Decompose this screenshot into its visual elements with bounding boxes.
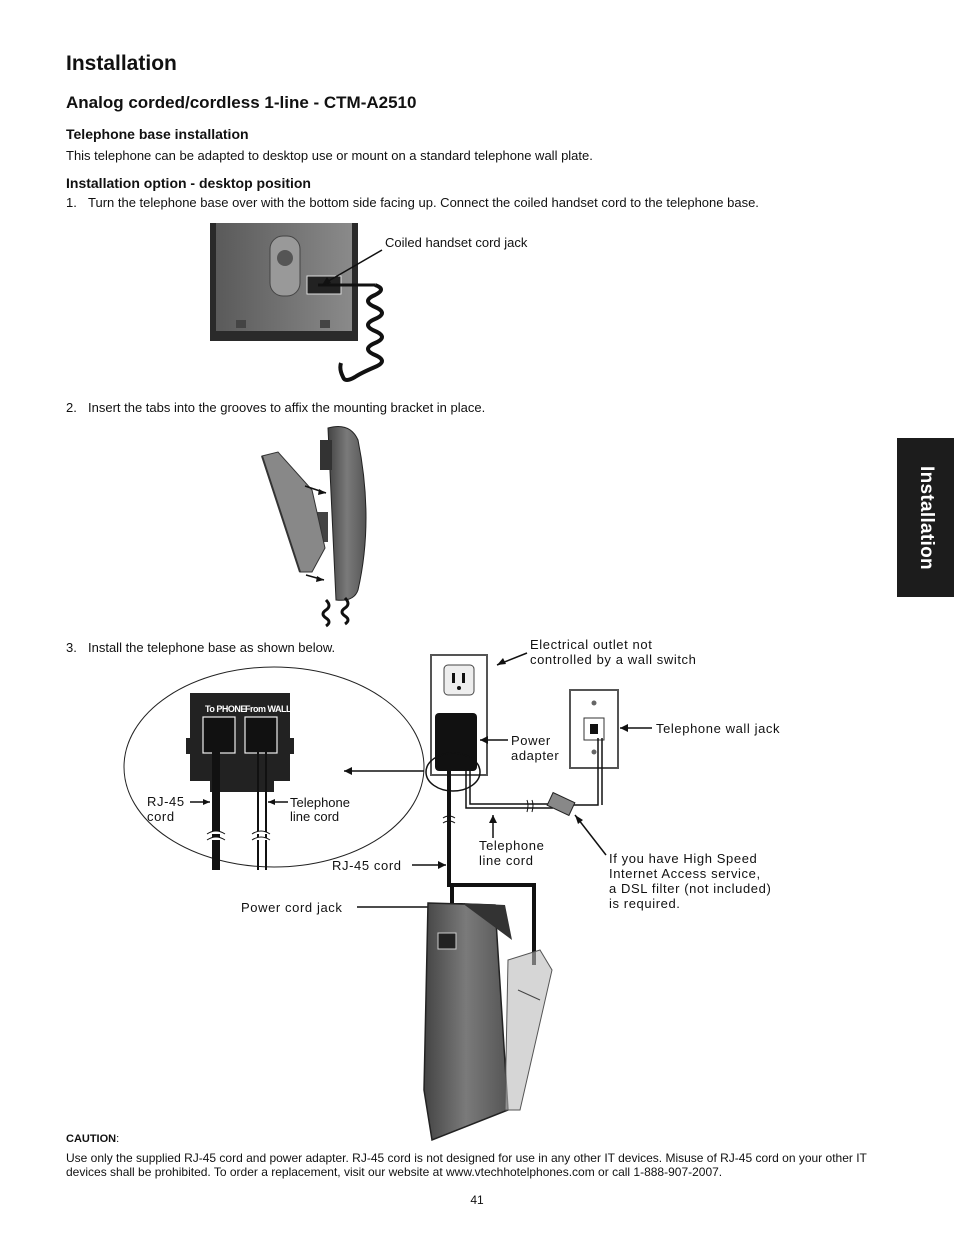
step-1: 1. Turn the telephone base over with the … (66, 195, 759, 210)
step-text: Turn the telephone base over with the bo… (88, 195, 759, 210)
bracket-side-illustration (261, 426, 367, 628)
to-phone-port-label: To PHONE (205, 704, 246, 714)
power-cord-jack-callout: Power cord jack (241, 900, 343, 915)
step-number: 2. (66, 400, 77, 415)
telephone-wall-jack-callout: Telephone wall jack (656, 721, 781, 736)
step-text: Install the telephone base as shown belo… (88, 640, 336, 655)
rj45-cord-callout: RJ-45 cord (332, 858, 402, 873)
base-bottom-illustration (210, 223, 384, 382)
side-tab-label: Installation (915, 465, 937, 570)
step-2: 2. Insert the tabs into the grooves to af… (66, 400, 485, 415)
page-subtitle: Analog corded/cordless 1-line - CTM-A251… (66, 93, 417, 112)
step-number: 1. (66, 195, 77, 210)
step-number: 3. (66, 640, 77, 655)
section-heading: Telephone base installation (66, 126, 249, 142)
coiled-handset-jack-callout: Coiled handset cord jack (385, 235, 528, 250)
section-text: This telephone can be adapted to desktop… (66, 148, 593, 163)
option-heading: Installation option - desktop position (66, 175, 311, 191)
caution-text: Use only the supplied RJ-45 cord and pow… (66, 1151, 867, 1179)
caution-heading: CAUTION: (66, 1133, 120, 1145)
wiring-diagram (123, 652, 652, 1142)
step-3: 3. Install the telephone base as shown be… (66, 640, 335, 655)
caution-label: CAUTION (66, 1133, 117, 1145)
side-section-tab: Installation (897, 438, 954, 597)
page-title: Installation (66, 52, 177, 75)
step-text: Insert the tabs into the grooves to affi… (88, 400, 486, 415)
page-number: 41 (470, 1193, 484, 1207)
from-wall-port-label: From WALL (245, 704, 292, 714)
